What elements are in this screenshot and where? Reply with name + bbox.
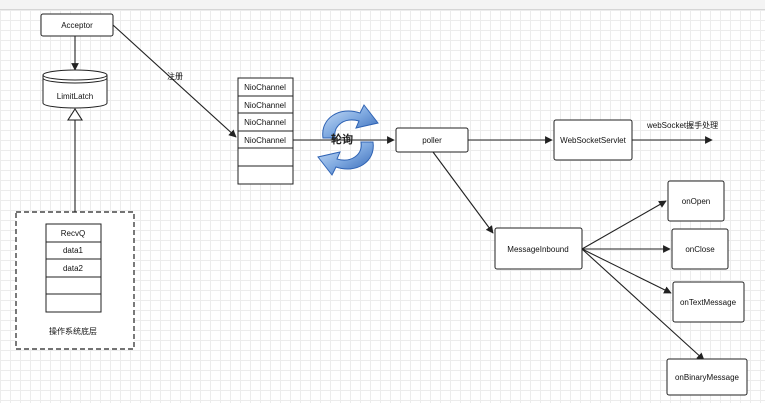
top-toolbar-strip — [0, 0, 765, 10]
edge-inbound-onopen — [581, 200, 667, 250]
onclose-node: onClose — [671, 228, 729, 270]
niochannel-cell-2: NioChannel — [244, 118, 286, 127]
ontextmessage-node: onTextMessage — [672, 281, 745, 323]
os-layer-node: RecvQ data1 data2 操作系统底层 — [15, 211, 135, 350]
register-label: 注册 — [167, 71, 183, 81]
edge-inbound-ontextmessage — [581, 248, 672, 294]
onbinarymessage-node: onBinaryMessage — [666, 358, 748, 396]
niochannel-cell-3: NioChannel — [244, 136, 286, 145]
handshake-label: webSocket握手处理 — [646, 120, 718, 130]
inheritance-triangle — [66, 107, 84, 121]
poller-node: poller — [395, 127, 469, 153]
recv-cell-2: data2 — [63, 264, 84, 273]
onclose-label: onClose — [685, 245, 715, 254]
messageinbound-node: MessageInbound — [494, 227, 583, 270]
ontextmessage-label: onTextMessage — [680, 298, 737, 307]
websocketservlet-node: WebSocketServlet — [553, 119, 633, 161]
edge-poller-messageinbound — [432, 151, 494, 234]
poll-cycle-label: 轮询 — [331, 132, 353, 146]
recv-queue: RecvQ data1 data2 — [45, 223, 102, 313]
limitlatch-label: LimitLatch — [57, 92, 93, 101]
recv-cell-1: data1 — [63, 246, 84, 255]
onopen-node: onOpen — [667, 180, 725, 222]
acceptor-label: Acceptor — [61, 21, 93, 30]
edge-acceptor-niochannel — [112, 24, 237, 138]
onbinarymessage-label: onBinaryMessage — [675, 373, 740, 382]
refresh-cycle-icon: 轮询 — [317, 104, 379, 176]
messageinbound-label: MessageInbound — [507, 245, 568, 254]
limitlatch-node: LimitLatch — [42, 69, 108, 109]
os-layer-label: 操作系统底层 — [49, 326, 97, 336]
acceptor-node: Acceptor — [40, 13, 114, 37]
websocketservlet-label: WebSocketServlet — [560, 136, 626, 145]
edge-inbound-onbinarymessage — [581, 248, 705, 361]
recv-cell-0: RecvQ — [61, 229, 85, 238]
niochannel-cell-0: NioChannel — [244, 83, 286, 92]
niochannel-stack: NioChannel NioChannel NioChannel NioChan… — [237, 77, 294, 185]
niochannel-cell-1: NioChannel — [244, 101, 286, 110]
onopen-label: onOpen — [682, 197, 710, 206]
poller-label: poller — [422, 136, 442, 145]
